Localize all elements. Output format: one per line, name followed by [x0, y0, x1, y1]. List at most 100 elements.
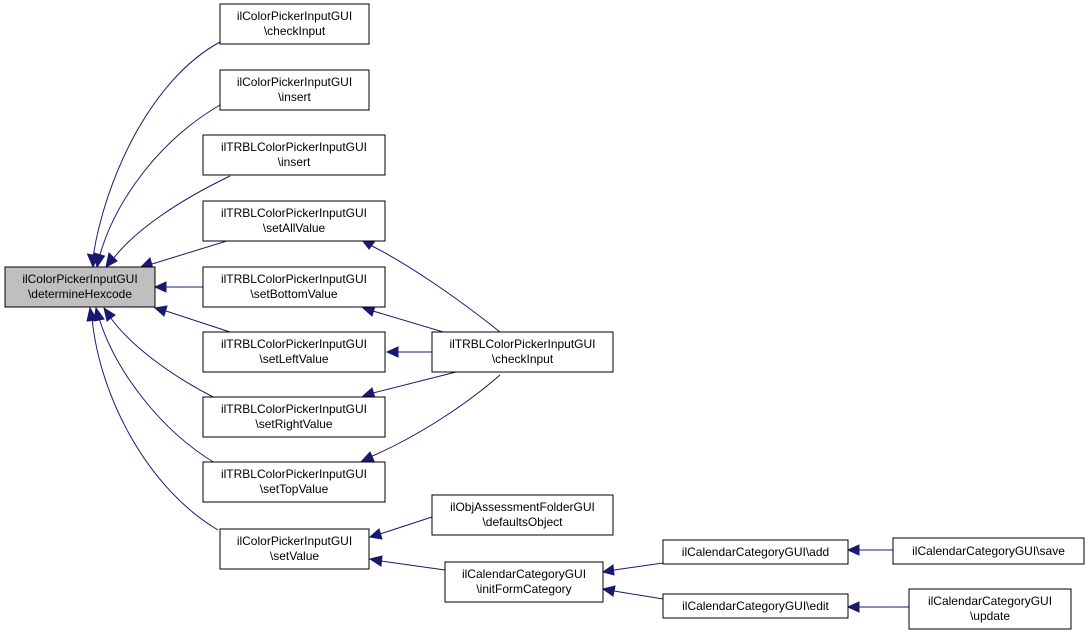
node-label-line1: ilObjAssessmentFolderGUI [450, 500, 595, 514]
edge-arrowhead [105, 251, 118, 268]
edge-edit-to-initformcategory [601, 585, 664, 600]
node-label-line1: ilCalendarCategoryGUI\edit [682, 599, 829, 613]
node-label-line1: ilTRBLColorPickerInputGUI [221, 140, 367, 154]
edge-setallvalue-to-determinehexcode [139, 239, 231, 270]
edge-setvalue-to-determinehexcode [86, 306, 219, 531]
node-trbl-setleftvalue[interactable]: ilTRBLColorPickerInputGUI \setLeftValue [202, 331, 386, 373]
edge-line [92, 41, 221, 258]
node-label-line2: \setValue [270, 549, 319, 563]
node-box [4, 266, 156, 308]
node-assessmentfolder-defaultsobject[interactable]: ilObjAssessmentFolderGUI \defaultsObject [431, 494, 614, 536]
edge-arrowhead [601, 564, 615, 576]
node-label-line2: \setRightValue [255, 417, 332, 431]
edge-arrowhead [103, 306, 116, 322]
node-box [444, 561, 604, 603]
edge-arrowhead [93, 252, 106, 269]
node-trbl-settopvalue[interactable]: ilTRBLColorPickerInputGUI \setTopValue [202, 461, 386, 503]
node-box [908, 588, 1072, 630]
edge-settopvalue-to-determinehexcode [93, 306, 216, 464]
node-label-line2: \insert [278, 155, 311, 169]
edge-line [369, 374, 501, 458]
node-trbl-insert[interactable]: ilTRBLColorPickerInputGUI \insert [202, 134, 386, 176]
node-colorpicker-checkinput[interactable]: ilColorPickerInputGUI \checkInput [219, 3, 370, 45]
node-label-line1: ilTRBLColorPickerInputGUI [221, 272, 367, 286]
node-label-line1: ilCalendarCategoryGUI\add [682, 545, 829, 559]
edge-line [379, 516, 433, 535]
edge-line [109, 316, 216, 399]
nodes-layer: ilColorPickerInputGUI \determineHexcode … [4, 3, 1085, 630]
edge-setbottomvalue-to-determinehexcode [153, 281, 203, 293]
node-box [219, 69, 370, 111]
node-label-line2: \defaultsObject [482, 515, 563, 529]
node-label-line1: ilTRBLColorPickerInputGUI [221, 467, 367, 481]
edge-save-to-add [846, 544, 893, 556]
edge-trblcheckinput-to-setrightvalue [361, 370, 461, 399]
node-label-line2: \initFormCategory [476, 582, 571, 596]
edge-add-to-initformcategory [601, 562, 664, 576]
edge-line [112, 175, 231, 260]
edge-line [613, 590, 664, 600]
node-box [892, 537, 1085, 565]
node-box [202, 396, 386, 438]
node-label-line2: \checkInput [492, 352, 554, 366]
edge-line [98, 317, 216, 464]
node-box [202, 266, 386, 308]
edge-initformcategory-to-setvalue [368, 555, 446, 571]
node-label-line1: ilTRBLColorPickerInputGUI [221, 206, 367, 220]
edge-trblcheckinput-to-setleftvalue [385, 346, 432, 358]
edge-line [613, 562, 664, 571]
edge-arrowhead [846, 544, 860, 556]
node-box [431, 331, 614, 373]
edge-arrowhead [86, 306, 98, 322]
node-box [219, 528, 370, 570]
edge-line [369, 244, 501, 333]
node-label-line1: ilColorPickerInputGUI [237, 9, 352, 23]
edge-arrowhead [846, 601, 860, 613]
node-label-line2: \insert [278, 90, 311, 104]
node-calendar-initformcategory[interactable]: ilCalendarCategoryGUI \initFormCategory [444, 561, 604, 603]
node-calendar-save[interactable]: ilCalendarCategoryGUI\save [892, 537, 1085, 565]
node-label-line2: \setTopValue [260, 482, 329, 496]
node-trbl-setbottomvalue[interactable]: ilTRBLColorPickerInputGUI \setBottomValu… [202, 266, 386, 308]
node-label-line2: \setAllValue [263, 221, 326, 235]
node-label-line1: ilCalendarCategoryGUI [462, 567, 586, 581]
node-box [662, 539, 849, 565]
node-trbl-setrightvalue[interactable]: ilTRBLColorPickerInputGUI \setRightValue [202, 396, 386, 438]
node-box [662, 593, 849, 619]
edge-arrowhead [153, 305, 168, 317]
node-label-line2: \update [970, 609, 1010, 623]
node-trbl-setallvalue[interactable]: ilTRBLColorPickerInputGUI \setAllValue [202, 200, 386, 242]
node-label-line1: ilColorPickerInputGUI [22, 272, 137, 286]
node-colorpicker-insert[interactable]: ilColorPickerInputGUI \insert [219, 69, 370, 111]
edge-arrowhead [153, 281, 167, 293]
node-label-line1: ilColorPickerInputGUI [237, 75, 352, 89]
node-trbl-checkinput[interactable]: ilTRBLColorPickerInputGUI \checkInput [431, 331, 614, 373]
node-box [202, 331, 386, 373]
node-label-line1: ilCalendarCategoryGUI\save [912, 544, 1065, 558]
node-calendar-update[interactable]: ilCalendarCategoryGUI \update [908, 588, 1072, 630]
node-label-line1: ilColorPickerInputGUI [237, 534, 352, 548]
edge-line [151, 239, 231, 265]
edge-update-to-edit [846, 601, 909, 613]
node-colorpicker-setvalue[interactable]: ilColorPickerInputGUI \setValue [219, 528, 370, 570]
edge-arrowhead [601, 585, 616, 597]
node-label-line2: \checkInput [264, 24, 326, 38]
edge-line [91, 317, 219, 531]
node-label-line1: ilCalendarCategoryGUI [928, 594, 1052, 608]
edge-trbl-insert-to-determinehexcode [105, 175, 231, 268]
node-label-line1: ilTRBLColorPickerInputGUI [221, 402, 367, 416]
node-label-line1: ilTRBLColorPickerInputGUI [221, 337, 367, 351]
edge-arrowhead [368, 555, 383, 567]
edge-insert-to-determinehexcode [93, 104, 221, 269]
edge-line [165, 310, 231, 333]
node-box [202, 461, 386, 503]
node-calendar-edit[interactable]: ilCalendarCategoryGUI\edit [662, 593, 849, 619]
edge-setleftvalue-to-determinehexcode [153, 305, 231, 333]
edge-line [98, 104, 221, 259]
node-calendar-add[interactable]: ilCalendarCategoryGUI\add [662, 539, 849, 565]
edge-arrowhead [385, 346, 399, 358]
edge-arrowhead [368, 528, 383, 540]
node-determinehexcode[interactable]: ilColorPickerInputGUI \determineHexcode [4, 266, 156, 308]
edge-line [380, 560, 446, 571]
